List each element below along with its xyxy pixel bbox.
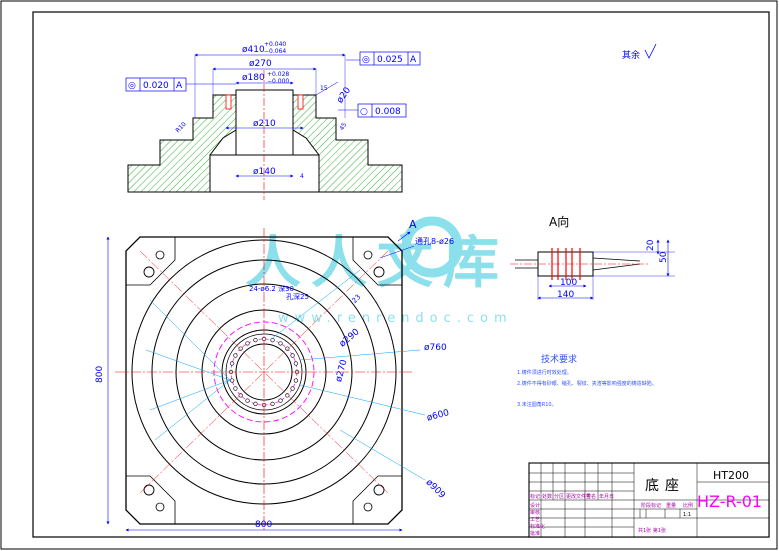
bolt-hole: [278, 341, 283, 346]
corner-hole: [143, 484, 155, 496]
dim-d20: ø20: [335, 85, 353, 105]
dim-d140: ø140: [253, 167, 276, 177]
dim-d410-tol-lower: −0.064: [264, 48, 286, 55]
a-dim-h50: 50: [659, 251, 669, 263]
a-dim-h20: 20: [646, 239, 656, 251]
a-view-title: A向: [549, 214, 569, 229]
rev-label: 年月日: [599, 493, 614, 500]
bolt-hole: [245, 398, 250, 403]
svg-text:A: A: [410, 55, 417, 65]
sheet-info: 共1张 第1张: [638, 527, 666, 534]
rev-label: 标记: [530, 493, 540, 500]
dim-r45: 45: [338, 121, 348, 131]
material: HT200: [713, 469, 749, 482]
tech-item-3: 3.未注圆角R10。: [517, 401, 557, 408]
bolt-hole: [230, 378, 235, 383]
bolt-hole: [290, 353, 295, 358]
a-dim-w140: 140: [557, 290, 574, 300]
role-label: 审核: [530, 509, 540, 516]
dim-r10: R10: [174, 121, 187, 134]
title-block: 底座 HT200 HZ-R-01 阶段标记 重量 比例 1:1 共1张 第1张 …: [528, 462, 770, 538]
bolt-hole: [233, 353, 238, 358]
bolt-note-2: 孔深25: [286, 292, 309, 301]
a-view: A向 100 140 20 50: [510, 214, 675, 300]
section-view: ø410 +0.040 −0.064 ø270 ø180 +0.028 −0.0…: [125, 41, 421, 200]
svg-text:A: A: [176, 81, 183, 91]
tech-title: 技术要求: [541, 353, 577, 365]
weight-label: 重量: [666, 502, 676, 509]
bolt-hole: [285, 346, 290, 351]
dim-h800: 800: [95, 366, 105, 383]
part-name: 底座: [645, 478, 685, 494]
svg-text:0.020: 0.020: [143, 81, 169, 91]
bolt-hole: [230, 361, 235, 366]
dim-d760: ø760: [424, 343, 447, 353]
bolt-hole: [293, 378, 298, 383]
svg-text:○: ○: [360, 107, 368, 117]
dim-d23: 23: [350, 293, 362, 305]
role-label: 标准化: [530, 523, 545, 530]
svg-text:0.008: 0.008: [375, 107, 401, 117]
bolt-hole: [233, 386, 238, 391]
bolt-hole: [245, 341, 250, 346]
dim-d600: ø600: [426, 408, 451, 424]
tech-item-2: 2.铸件不得有砂眼、缩孔、裂纹、夹渣等影响强度的铸造缺陷。: [517, 380, 657, 387]
dim-d410: ø410: [242, 45, 265, 55]
roughness-note: 其余: [622, 49, 640, 61]
tol-frame-1: ◎ 0.025 A: [346, 51, 421, 66]
bolt-hole: [238, 393, 243, 398]
bolt-hole: [253, 401, 258, 406]
tech-requirements: 技术要求 1.铸件须进行时效处理。 2.铸件不得有砂眼、缩孔、裂纹、夹渣等影响强…: [517, 353, 657, 408]
corner-hole: [143, 266, 155, 278]
inner-frame: [32, 11, 770, 538]
svg-text:0.025: 0.025: [377, 55, 403, 65]
svg-text:◎: ◎: [362, 55, 370, 65]
dim-d270: ø270: [334, 358, 350, 383]
rev-label: 更改文件号: [566, 493, 591, 500]
bolt-hole: [238, 346, 243, 351]
dim-d180: ø180: [242, 73, 265, 83]
drawing-number: HZ-R-01: [697, 492, 762, 511]
dim-d410-tol-upper: +0.040: [264, 41, 286, 48]
rev-label: 处数: [542, 493, 552, 500]
dim-d909: ø909: [424, 478, 447, 501]
bolt-hole: [290, 386, 295, 391]
dim-w800: 800: [255, 520, 272, 530]
section-hatch-left: [127, 94, 237, 193]
roughness-symbol: [644, 43, 657, 59]
watermark-url: www.renrendoc.com: [278, 311, 513, 326]
bolt-note-1: 24-ø6.2 深30: [249, 284, 294, 293]
bolt-hole: [278, 398, 283, 403]
role-label: 设计: [530, 502, 540, 509]
dim-d270: ø270: [249, 59, 272, 69]
section-letter: A: [409, 218, 417, 231]
bolt-hole: [293, 361, 298, 366]
role-label: 批准: [530, 530, 540, 537]
corner-hole: [373, 266, 385, 278]
scale-value: 1:1: [683, 512, 691, 518]
role-label: 工艺: [530, 517, 540, 523]
corner-hole: [373, 484, 385, 496]
stage-label: 阶段标记: [641, 502, 661, 509]
svg-text:◎: ◎: [128, 81, 136, 91]
rev-label: 签名: [586, 493, 596, 500]
dim-d180-tol-upper: +0.028: [267, 71, 289, 78]
hole-note: 通孔8-ø26: [415, 236, 454, 246]
bolt-hole: [270, 401, 275, 406]
bolt-hole: [253, 338, 258, 343]
tech-item-1: 1.铸件须进行时效处理。: [517, 369, 572, 376]
section-hatch-right: [292, 94, 403, 193]
a-dim-w100: 100: [560, 278, 577, 288]
bolt-hole: [285, 393, 290, 398]
dim-r15: 15: [320, 85, 328, 92]
scale-label: 比例: [683, 502, 693, 509]
dim-c4: 4: [300, 173, 304, 180]
tol-frame-2: ◎ 0.020 A: [125, 77, 236, 92]
dim-d210: ø210: [253, 119, 276, 129]
dim-d180-tol-lower: −0.000: [267, 78, 289, 85]
tol-frame-3: ○ 0.008: [338, 103, 407, 118]
rev-label: 分区: [554, 493, 564, 500]
